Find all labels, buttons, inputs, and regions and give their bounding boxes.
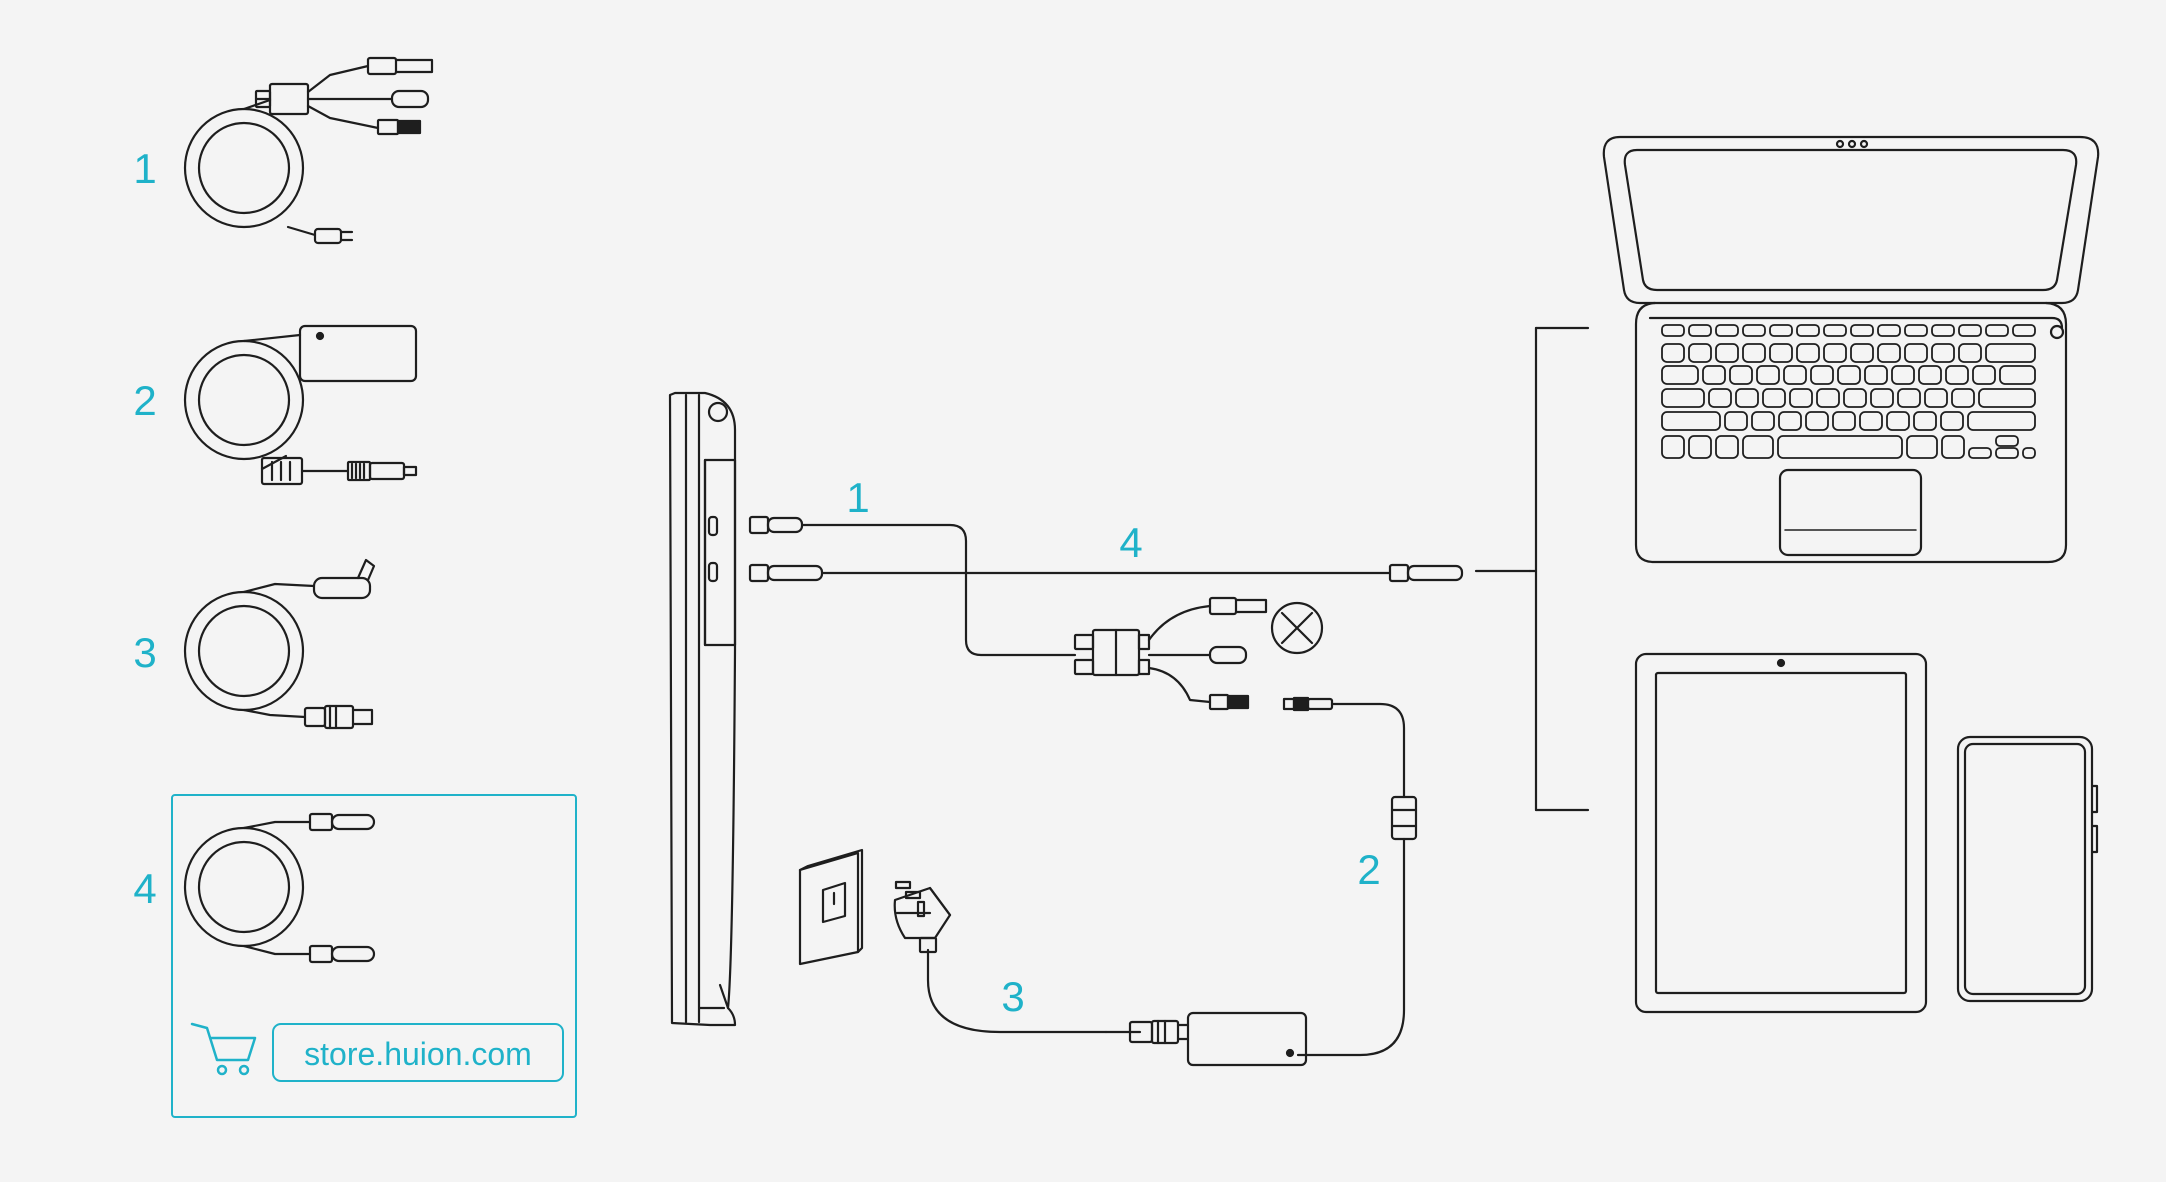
- legend-number-4: 4: [133, 865, 156, 912]
- optional-accessory-box: [171, 794, 577, 1118]
- cable-1-label: 1: [846, 474, 869, 521]
- legend-power-plug: [183, 558, 376, 730]
- wall-socket: [798, 848, 864, 966]
- not-connected-marker: [1270, 601, 1324, 655]
- tablet-device: [1634, 652, 1928, 1014]
- cable-3-path: [893, 880, 1190, 1045]
- legend-number-2: 2: [133, 377, 156, 424]
- cable-2-label: 2: [1357, 846, 1380, 893]
- legend-cable-3in1: [183, 56, 434, 245]
- cable-1-path: [748, 515, 1268, 711]
- legend-power-adapter: [183, 324, 418, 486]
- legend-number-3: 3: [133, 629, 156, 676]
- cart-icon: [190, 1022, 257, 1076]
- cable-3-label: 3: [1001, 973, 1024, 1020]
- legend-usbc-cable: [183, 812, 376, 964]
- phone-device: [1956, 735, 2099, 1003]
- pen-display-device: [668, 391, 737, 1027]
- cable-4-path: [748, 563, 1532, 583]
- cable-2-path: [1282, 696, 1418, 1057]
- device-bracket: [1528, 326, 1590, 812]
- cable-4-label: 4: [1119, 519, 1142, 566]
- legend-number-1: 1: [133, 145, 156, 192]
- keyboard: [1661, 324, 2036, 459]
- store-link-button[interactable]: [272, 1023, 564, 1082]
- laptop-device: [1602, 135, 2100, 564]
- store-link-label[interactable]: store.huion.com: [304, 1036, 532, 1072]
- power-adapter-brick: [1186, 1011, 1308, 1067]
